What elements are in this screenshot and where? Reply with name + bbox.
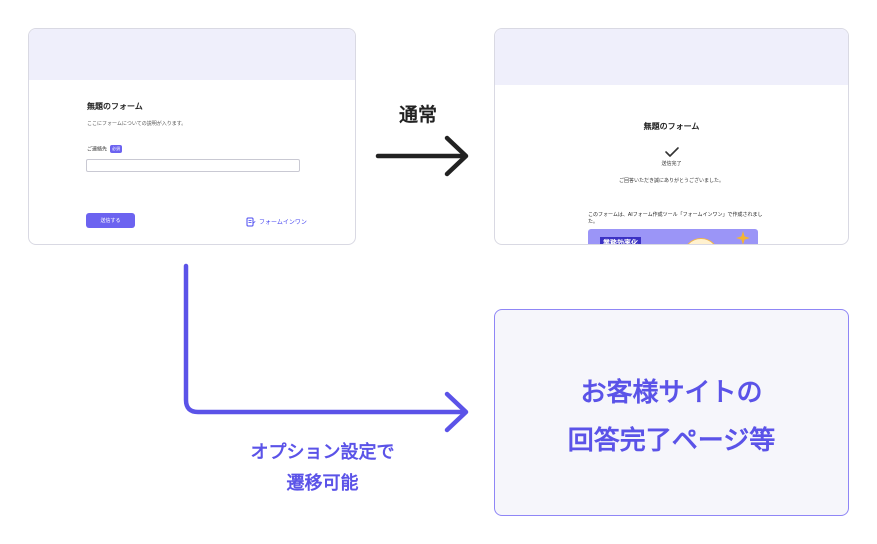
submit-button[interactable]: 送信する xyxy=(86,213,135,228)
promo-banner[interactable]: 業務効率化 xyxy=(588,229,758,244)
option-flow-label: オプション設定で 遷移可能 xyxy=(215,437,430,499)
brand-name: フォームインワン xyxy=(259,219,307,226)
completion-header-band xyxy=(495,29,848,85)
thanks-message: ご回答いただき誠にありがとうございました。 xyxy=(618,178,724,184)
form-preview-card: 無題のフォーム ここにフォームについての説明が入ります。 ご連絡先必須 送信する… xyxy=(28,28,356,245)
custom-destination-box: お客様サイトの 回答完了ページ等 xyxy=(494,309,849,516)
contact-field-label-text: ご連絡先 xyxy=(87,146,108,153)
option-flow-label-line2: 遷移可能 xyxy=(286,473,359,494)
brand-logo-icon xyxy=(246,212,256,231)
form-description: ここにフォームについての説明が入ります。 xyxy=(87,121,187,127)
custom-destination-line1: お客様サイトの xyxy=(580,378,763,408)
sparkle-icon xyxy=(736,230,750,244)
normal-flow-arrow xyxy=(375,135,469,177)
brand-logo: フォームインワン xyxy=(246,212,307,231)
made-with-note: このフォームは、AIフォーム作成ツール「フォームインワン」で作成されました。 xyxy=(588,212,763,225)
banner-tag: 業務効率化 xyxy=(600,237,641,244)
form-title: 無題のフォーム xyxy=(87,102,143,111)
contact-field-label: ご連絡先必須 xyxy=(87,145,123,153)
custom-destination-line2: 回答完了ページ等 xyxy=(567,426,776,456)
contact-input[interactable] xyxy=(86,159,300,172)
completion-title: 無題のフォーム xyxy=(643,122,700,131)
completion-preview-card: 無題のフォーム 送信完了 ご回答いただき誠にありがとうございました。 このフォー… xyxy=(494,28,849,245)
completion-status: 送信完了 xyxy=(661,161,682,167)
normal-flow-label: 通常 xyxy=(399,104,438,126)
option-flow-arrow xyxy=(183,263,469,433)
option-flow-label-line1: オプション設定で xyxy=(250,442,395,463)
form-header-band xyxy=(29,29,355,80)
required-badge: 必須 xyxy=(110,145,123,153)
check-icon xyxy=(664,143,680,162)
